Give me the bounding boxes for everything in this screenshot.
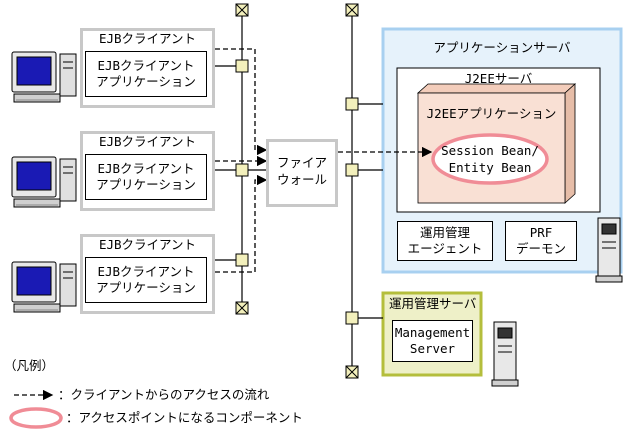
client-app-box: EJBクライアント アプリケーション: [85, 51, 207, 97]
mgmt-agent-line1: 運用管理: [419, 225, 470, 240]
client-app-box: EJBクライアント アプリケーション: [85, 154, 207, 200]
component-line1: Session Bean/: [441, 143, 539, 158]
client-group-title: EJBクライアント: [98, 237, 197, 252]
prf-daemon-box: PRF デーモン: [505, 221, 577, 261]
client-app-line2: アプリケーション: [96, 74, 196, 89]
mgmt-agent-line2: エージェント: [407, 241, 483, 256]
access-flow-client1: [215, 48, 268, 156]
legend-title: （凡例）: [4, 358, 55, 373]
client-group-title: EJBクライアント: [98, 31, 197, 46]
server-tower-icon: [491, 321, 519, 387]
lan-tap-icon: [235, 59, 359, 325]
mgmt-server-inner-box: Management Server: [392, 320, 473, 362]
access-point-ellipse: [431, 133, 549, 185]
mgmt-server-line2: Server: [409, 341, 456, 356]
app-server-title: アプリケーションサーバ: [433, 40, 571, 55]
client-app-line2: アプリケーション: [96, 280, 196, 295]
legend-arrow-desc: ：クライアントからのアクセスの流れ: [58, 387, 270, 402]
mgmt-server-line1: Management: [394, 325, 471, 340]
j2ee-app-title: J2EEアプリケーション: [426, 106, 557, 121]
client-group-title: EJBクライアント: [98, 134, 197, 149]
client-app-line1: EJBクライアント: [97, 58, 195, 73]
client-pc-icon: [11, 51, 77, 103]
j2ee-server-title: J2EEサーバ: [464, 71, 533, 86]
firewall-box: [266, 139, 338, 207]
client-app-line1: EJBクライアント: [97, 161, 195, 176]
client-app-line2: アプリケーション: [96, 177, 196, 192]
client-app-box: EJBクライアント アプリケーション: [85, 257, 207, 303]
mgmt-agent-box: 運用管理 エージェント: [397, 221, 493, 261]
legend-ellipse-desc: ：アクセスポイントになるコンポーネント: [66, 410, 303, 425]
client-pc-icon: [11, 261, 77, 313]
legend-ellipse: [9, 407, 63, 429]
mgmt-server-title: 運用管理サーバ: [389, 296, 477, 311]
firewall-line1: ファイア: [276, 155, 327, 170]
prf-daemon-line2: デーモン: [515, 241, 566, 256]
j2ee-app-block-side: [564, 83, 576, 204]
prf-daemon-line1: PRF: [529, 225, 553, 240]
component-line2: Entity Bean: [448, 160, 532, 175]
client-app-line1: EJBクライアント: [97, 264, 195, 279]
lan-terminator-icon: [235, 3, 359, 379]
server-tower-icon: [595, 217, 623, 283]
client-pc-icon: [11, 156, 77, 208]
firewall-line2: ウォール: [276, 172, 327, 187]
access-flow-client3: [215, 174, 268, 273]
